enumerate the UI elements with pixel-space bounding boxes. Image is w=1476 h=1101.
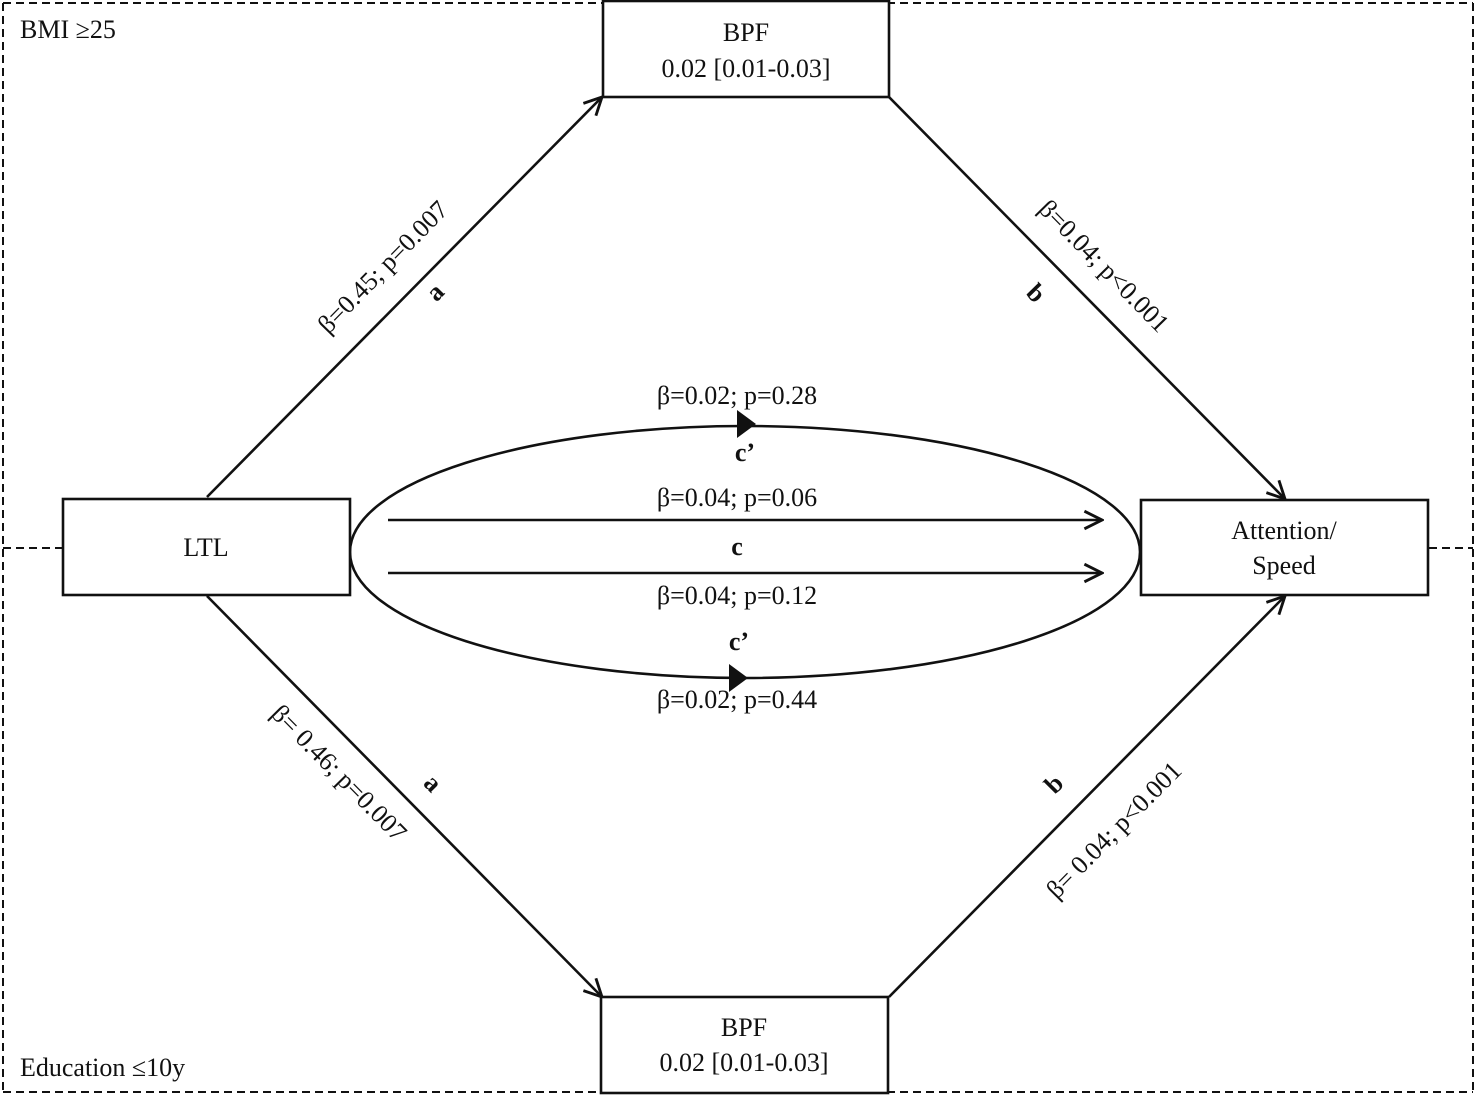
node-bpf-top: BPF 0.02 [0.01-0.03] — [601, 0, 891, 99]
node-bpf-top-box — [601, 0, 891, 99]
node-bpf-bottom-box — [599, 995, 890, 1095]
path-a-bottom-letter: a — [418, 768, 448, 798]
path-c-prime-top-letter: c’ — [735, 438, 755, 467]
node-ltl-label: LTL — [183, 533, 228, 562]
node-bpf-bottom-title: BPF — [721, 1013, 767, 1042]
panel-label-education: Education ≤10y — [20, 1053, 185, 1082]
path-c-prime-top-stats: β=0.02; p=0.28 — [657, 381, 817, 410]
node-attention-speed: Attention/ Speed — [1139, 498, 1430, 597]
path-a-bottom-arrow — [206, 595, 602, 997]
node-ltl: LTL — [61, 497, 352, 597]
node-attention-speed-line2: Speed — [1252, 551, 1316, 580]
path-a-bottom-stats: β= 0.46; p=0.007 — [266, 699, 413, 847]
node-ltl-box — [61, 497, 352, 597]
path-b-bottom-letter: b — [1039, 769, 1070, 800]
node-bpf-bottom: BPF 0.02 [0.01-0.03] — [599, 995, 890, 1095]
path-b-bottom-arrow — [888, 596, 1285, 998]
path-a-top-letter: a — [420, 277, 450, 307]
node-attention-speed-box — [1139, 498, 1430, 597]
c-prime-top-arrowhead — [737, 410, 756, 438]
panel-label-bmi: BMI ≥25 — [20, 15, 116, 44]
path-c-prime-bottom-letter: c’ — [729, 627, 749, 656]
path-c-bottom-stats: β=0.04; p=0.12 — [657, 581, 817, 610]
path-c-prime-bottom-stats: β=0.02; p=0.44 — [657, 685, 817, 714]
node-bpf-top-title: BPF — [723, 18, 769, 47]
path-c-top-stats: β=0.04; p=0.06 — [657, 483, 817, 512]
node-bpf-top-value: 0.02 [0.01-0.03] — [662, 54, 831, 83]
node-bpf-bottom-value: 0.02 [0.01-0.03] — [660, 1048, 829, 1077]
path-a-top-arrow — [206, 97, 602, 498]
path-b-top-arrow — [888, 96, 1285, 499]
c-prime-bottom-arrowhead — [729, 664, 748, 692]
node-attention-speed-line1: Attention/ — [1231, 516, 1337, 545]
path-b-top-letter: b — [1021, 278, 1052, 309]
path-b-bottom-stats: β= 0.04; p<0.001 — [1041, 756, 1188, 904]
path-c-letter: c — [731, 532, 743, 561]
